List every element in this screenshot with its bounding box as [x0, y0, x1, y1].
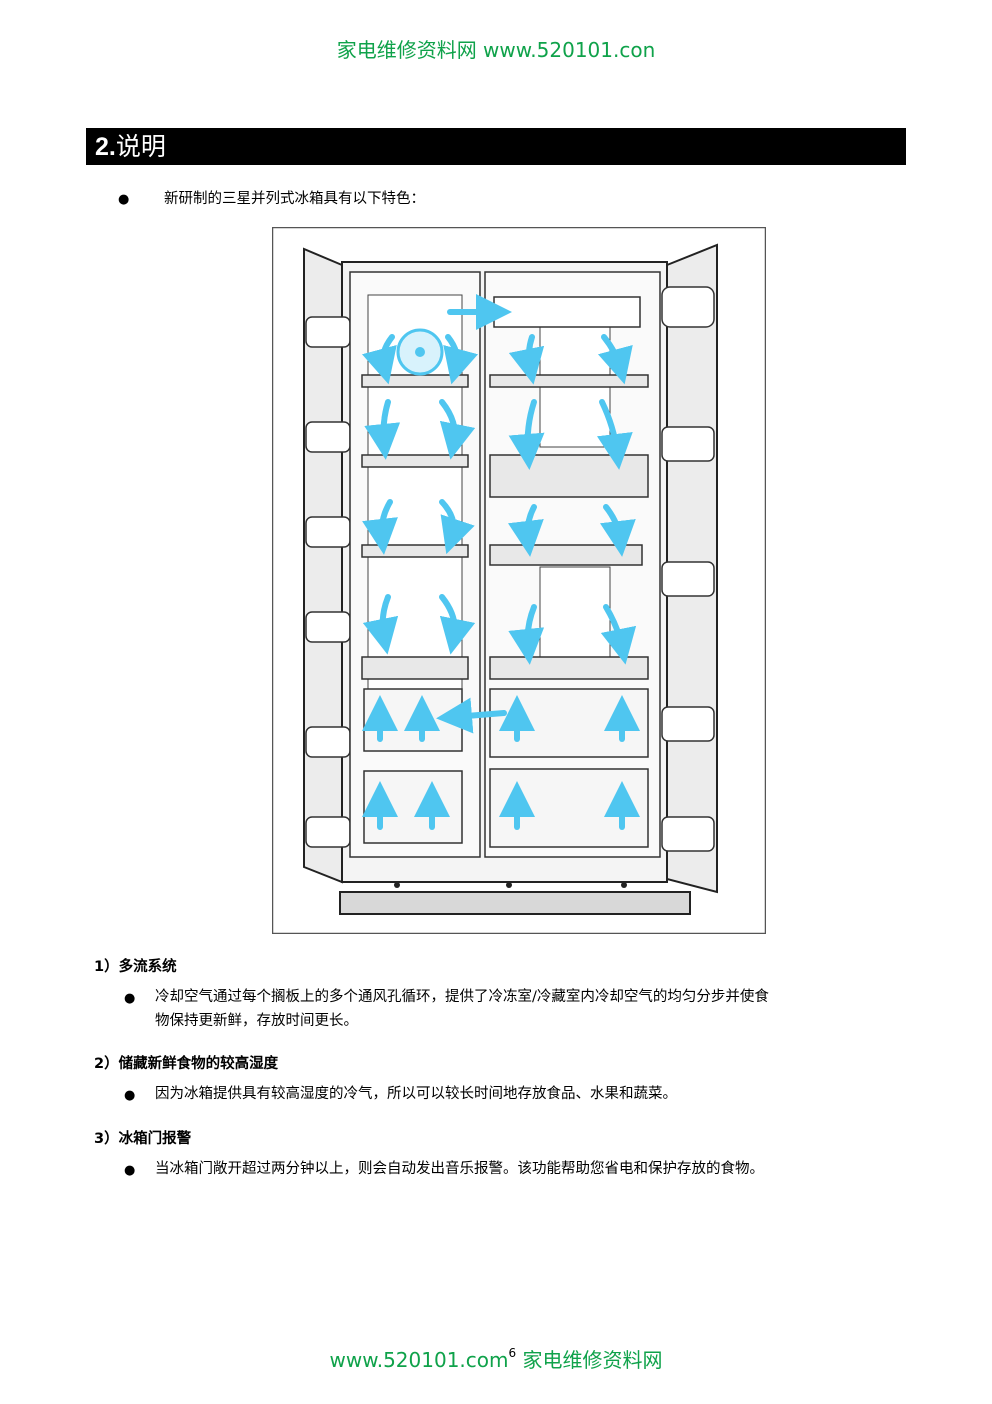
feature-2-label: 2）储藏新鲜食物的较高湿度: [94, 1056, 279, 1072]
section-title: 2.说明: [95, 131, 166, 163]
intro-bullet: ●: [118, 192, 130, 207]
feature-2-line1: 因为冰箱提供具有较高湿度的冷气，所以可以较长时间地存放食品、水果和蔬菜。: [155, 1086, 677, 1102]
intro-text: 新研制的三星并列式冰箱具有以下特色：: [164, 191, 425, 207]
refrigerator-airflow-diagram: [272, 227, 766, 934]
feature-3-line1: 当冰箱门敞开超过两分钟以上，则会自动发出音乐报警。该功能帮助您省电和保护存放的食…: [155, 1161, 764, 1177]
left-door-shelves: [305, 316, 351, 848]
section-title-bar: [86, 128, 906, 165]
airflow-arrows: [361, 294, 640, 830]
feature-1-line2: 物保持更新鲜，存放时间更长。: [155, 1013, 358, 1029]
page-number: 6: [508, 1346, 517, 1361]
feature-2-bullet: ●: [124, 1088, 136, 1103]
header-watermark: 家电维修资料网 www.520101.con: [336, 38, 656, 62]
feature-1-label: 1）多流系统: [94, 959, 177, 975]
feature-3-bullet: ●: [124, 1163, 136, 1178]
right-door-shelves: [661, 286, 715, 852]
base-plate: [339, 891, 691, 915]
feature-3-label: 3）冰箱门报警: [94, 1131, 192, 1147]
feature-1-bullet: ●: [124, 991, 136, 1006]
section-title-text: 说明: [115, 132, 166, 161]
footer: www.520101.com6 家电维修资料网: [0, 1344, 992, 1373]
left-door: [303, 247, 343, 884]
footer-name: 家电维修资料网: [522, 1348, 663, 1372]
footer-site: www.520101.com: [329, 1348, 509, 1372]
section-number: 2.: [95, 133, 116, 161]
feature-1-line1: 冷却空气通过每个搁板上的多个通风孔循环，提供了冷冻室/冷藏室内冷却空气的均匀分步…: [155, 989, 769, 1005]
